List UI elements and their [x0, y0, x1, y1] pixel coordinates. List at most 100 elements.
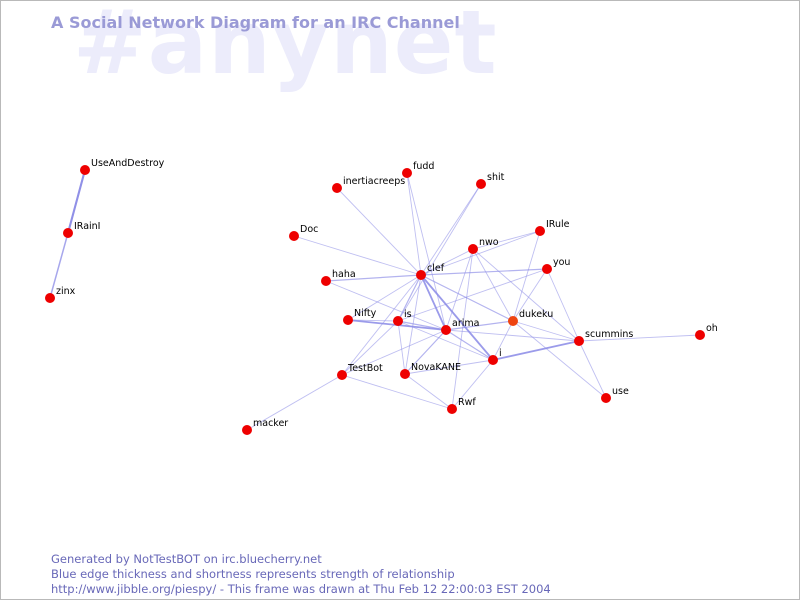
edge-you-is [397, 268, 548, 322]
edge-TestBot-macker [246, 374, 343, 431]
node-dukeku: dukeku [508, 309, 553, 326]
edge-nwo-arima [445, 248, 474, 331]
edge-IRainI-zinx [49, 232, 69, 299]
node-marker [63, 228, 73, 238]
edge-clef-haha [325, 274, 422, 282]
node-label: macker [253, 418, 288, 429]
node-clef: clef [416, 263, 445, 280]
footer-legend-note: Blue edge thickness and shortness repres… [51, 567, 455, 581]
edge-fudd-arima [406, 172, 447, 331]
edge-clef-is [397, 274, 422, 322]
edge-arima-scummins [445, 329, 580, 342]
edge-haha-arima [325, 280, 447, 331]
edge-shit-is [397, 183, 482, 322]
node-UseAndDestroy: UseAndDestroy [80, 158, 165, 175]
node-label: UseAndDestroy [91, 158, 165, 169]
edge-i-NovaKANE [404, 359, 494, 375]
node-marker [488, 355, 498, 365]
node-IRule: IRule [535, 219, 570, 236]
edge-i-scummins [492, 340, 580, 361]
node-label: is [404, 309, 412, 320]
node-marker [343, 315, 353, 325]
edge-clef-NovaKANE [404, 274, 422, 375]
node-marker [289, 231, 299, 241]
edge-arima-NovaKANE [404, 329, 447, 375]
node-marker [332, 183, 342, 193]
node-label: Rwf [458, 397, 476, 408]
edge-TestBot-Rwf [341, 374, 453, 410]
edge-nwo-Rwf [451, 248, 474, 410]
node-marker [601, 393, 611, 403]
edge-is-arima [397, 320, 447, 331]
node-TestBot: TestBot [337, 363, 383, 380]
edge-clef-nwo [420, 248, 474, 276]
edge-clef-shit [420, 183, 482, 276]
edge-clef-TestBot [341, 274, 422, 376]
node-marker [695, 330, 705, 340]
edge-arima-dukeku [445, 320, 514, 331]
edge-clef-you [420, 268, 548, 276]
node-marker [393, 316, 403, 326]
edge-dukeku-use [512, 320, 607, 399]
footer-generated-by: Generated by NotTestBOT on irc.bluecherr… [51, 552, 322, 566]
edge-Nifty-is [347, 319, 399, 322]
node-Nifty: Nifty [343, 308, 377, 325]
edge-is-i [397, 320, 494, 361]
node-label: inertiacreeps [343, 176, 405, 187]
node-label: arima [452, 318, 479, 329]
node-macker: macker [242, 418, 288, 435]
node-label: scummins [585, 329, 633, 340]
node-scummins: scummins [574, 329, 633, 346]
node-label: you [553, 257, 570, 268]
node-label: Doc [300, 224, 318, 235]
node-marker [476, 179, 486, 189]
node-Rwf: Rwf [447, 397, 476, 414]
edge-dukeku-scummins [512, 320, 580, 342]
node-label: IRainI [74, 221, 100, 232]
node-is: is [393, 309, 412, 326]
node-label: use [612, 386, 629, 397]
node-label: clef [427, 263, 445, 274]
edge-clef-Doc [293, 235, 422, 276]
edge-is-TestBot [341, 320, 399, 376]
edge-clef-inertiacreeps [336, 187, 422, 276]
edge-clef-fudd [406, 172, 422, 276]
node-marker [337, 370, 347, 380]
node-marker [542, 264, 552, 274]
edge-scummins-use [578, 340, 607, 399]
edge-NovaKANE-Rwf [404, 373, 453, 410]
node-marker [321, 276, 331, 286]
node-arima: arima [441, 318, 479, 335]
edge-nwo-scummins [472, 248, 580, 342]
node-marker [574, 336, 584, 346]
edge-dukeku-i [492, 320, 514, 361]
edge-arima-i [445, 329, 494, 361]
diagram-title: A Social Network Diagram for an IRC Chan… [51, 13, 460, 32]
edge-UseAndDestroy-IRainI [66, 169, 87, 234]
node-haha: haha [321, 269, 356, 286]
node-marker [508, 316, 518, 326]
node-shit: shit [476, 172, 505, 189]
edge-layer [49, 169, 701, 431]
node-label: nwo [479, 237, 499, 248]
node-marker [242, 425, 252, 435]
node-label: NovaKANE [411, 362, 461, 373]
node-fudd: fudd [402, 161, 434, 178]
footer: Generated by NotTestBOT on irc.bluecherr… [51, 552, 551, 597]
node-Doc: Doc [289, 224, 318, 241]
node-label: haha [332, 269, 356, 280]
node-label: Nifty [354, 308, 377, 319]
node-use: use [601, 386, 629, 403]
node-you: you [542, 257, 570, 274]
edge-scummins-oh [578, 334, 701, 342]
node-label: shit [487, 172, 505, 183]
edge-clef-i [420, 274, 494, 361]
edge-you-scummins [546, 268, 580, 342]
edge-clef-Nifty [347, 274, 422, 321]
node-marker [400, 369, 410, 379]
edge-clef-IRule [420, 230, 541, 276]
edge-nwo-dukeku [472, 248, 514, 322]
node-IRainI: IRainI [63, 221, 100, 238]
